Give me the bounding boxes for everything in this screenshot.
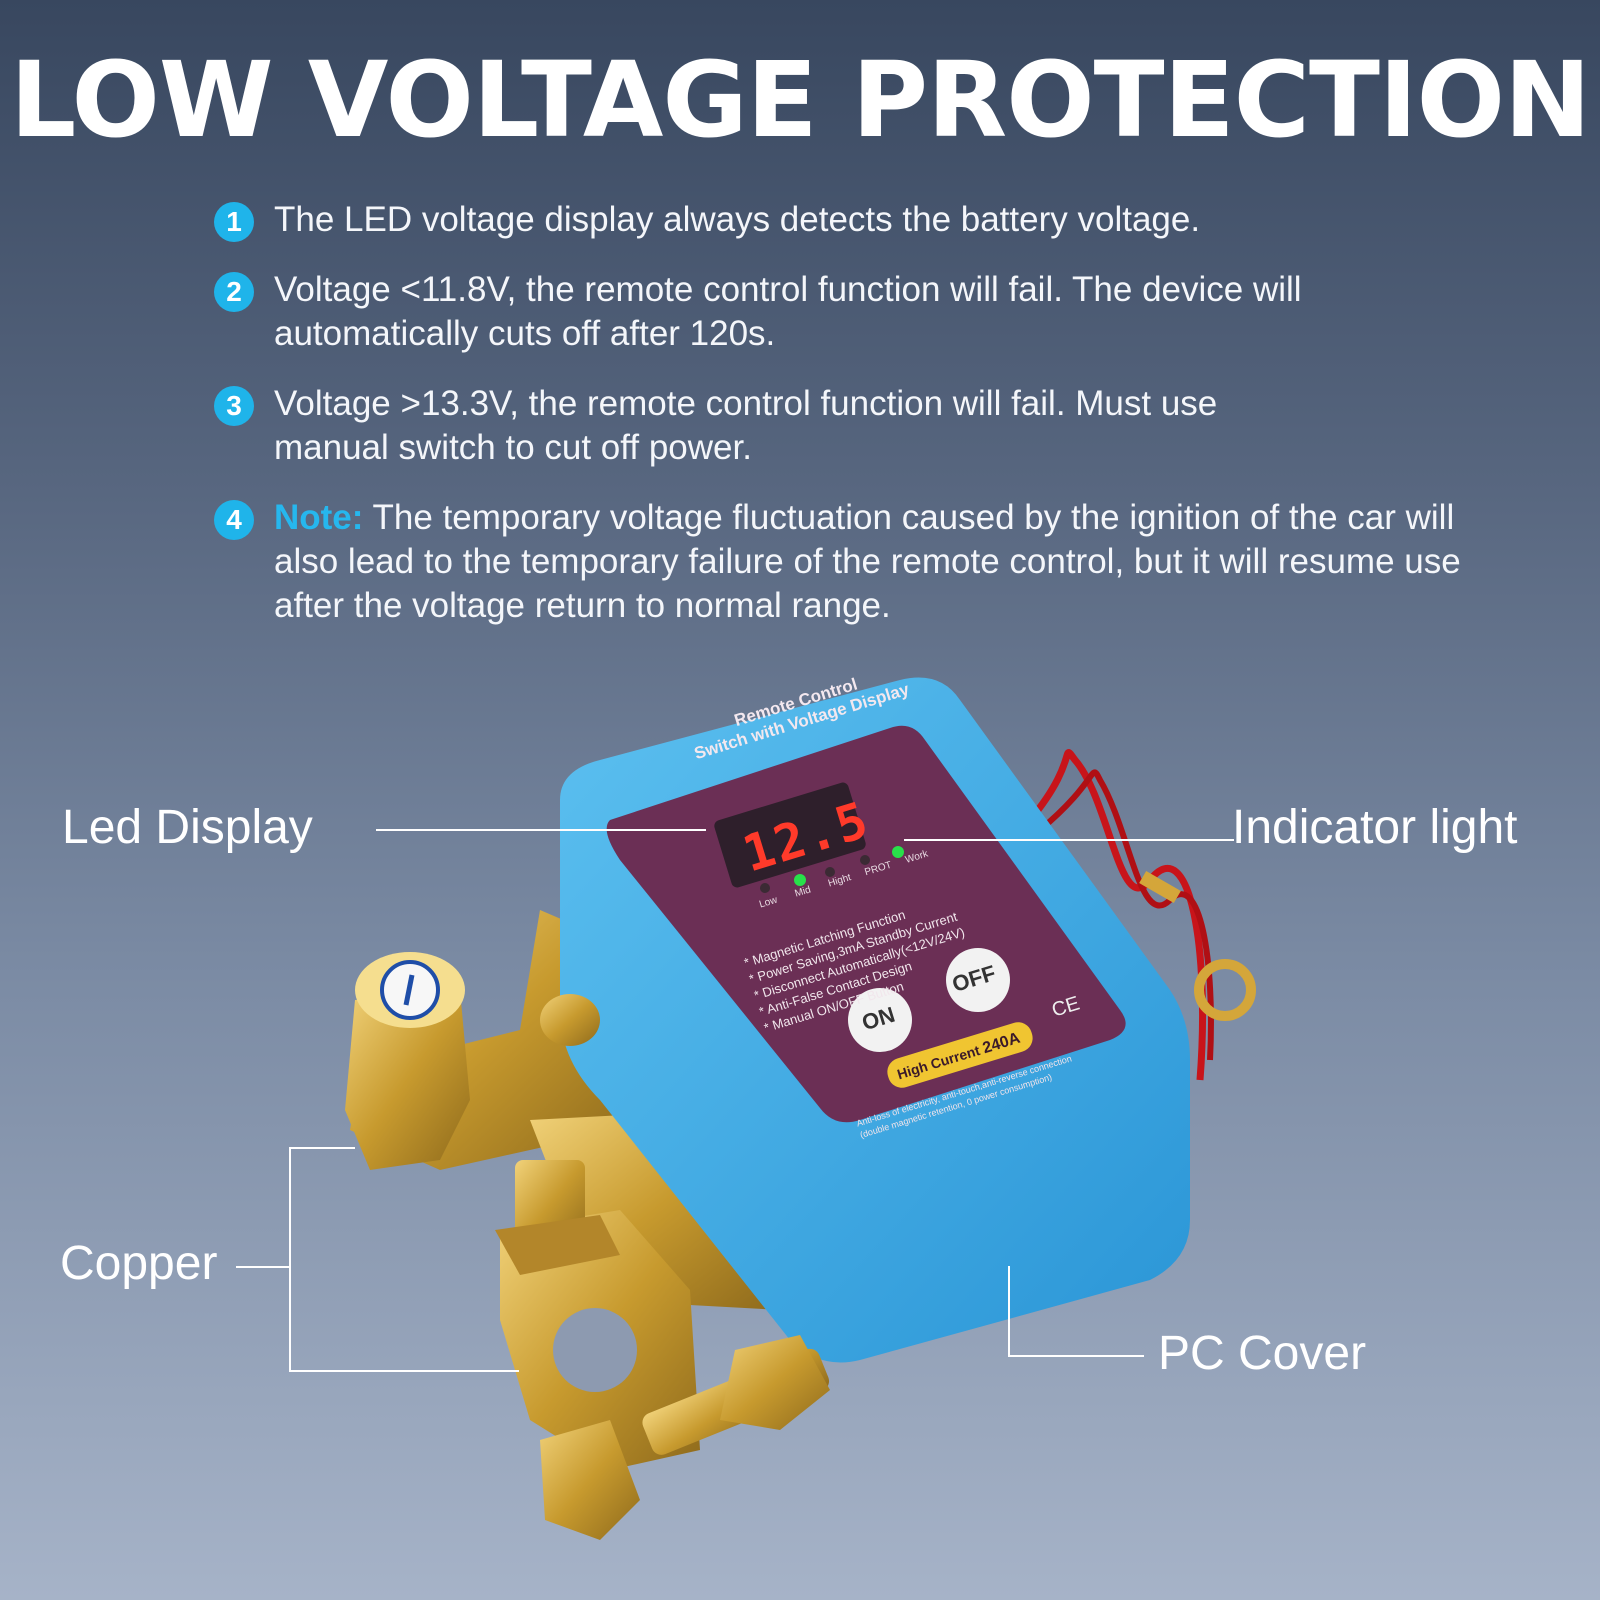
number-badge-1: 1 bbox=[214, 202, 254, 242]
feature-list: 1 The LED voltage display always detects… bbox=[214, 198, 1474, 654]
callout-pc-cover: PC Cover bbox=[1158, 1327, 1367, 1380]
point-text: The temporary voltage fluctuation caused… bbox=[274, 498, 1461, 625]
note-label: Note: bbox=[274, 498, 364, 537]
red-wire-2 bbox=[1038, 769, 1214, 1061]
list-item: 1 The LED voltage display always detects… bbox=[214, 198, 1474, 242]
callout-line-copper-top bbox=[289, 1147, 355, 1149]
point-text: Voltage >13.3V, the remote control funct… bbox=[274, 384, 1218, 467]
callout-line-pc-h bbox=[1008, 1355, 1144, 1357]
ring-terminal bbox=[1194, 959, 1256, 1021]
list-item: 4 Note: The temporary voltage fluctuatio… bbox=[214, 496, 1474, 628]
off-button bbox=[946, 948, 1010, 1012]
callout-line-led bbox=[376, 829, 706, 831]
page-title: LOW VOLTAGE PROTECTION bbox=[9, 39, 1591, 161]
high-current-badge bbox=[887, 1022, 1033, 1088]
point-text: The LED voltage display always detects t… bbox=[274, 200, 1201, 239]
point-text: Voltage <11.8V, the remote control funct… bbox=[274, 270, 1302, 353]
red-wire bbox=[1027, 749, 1207, 1081]
led-display bbox=[714, 782, 866, 888]
wire-crimp bbox=[1139, 870, 1181, 904]
callout-line-copper-bottom bbox=[289, 1370, 519, 1372]
on-button bbox=[848, 988, 912, 1052]
callout-line-pc-v bbox=[1008, 1266, 1010, 1356]
list-item: 2 Voltage <11.8V, the remote control fun… bbox=[214, 268, 1354, 356]
indicator-lights bbox=[760, 846, 904, 893]
callout-line-indicator bbox=[904, 839, 1234, 841]
callout-copper: Copper bbox=[60, 1237, 218, 1290]
list-item: 3 Voltage >13.3V, the remote control fun… bbox=[214, 382, 1274, 470]
number-badge-2: 2 bbox=[214, 272, 254, 312]
callout-indicator-light: Indicator light bbox=[1232, 801, 1518, 854]
terminal-clamp bbox=[495, 1160, 830, 1540]
bracket-bolt bbox=[540, 994, 600, 1046]
callout-led-display: Led Display bbox=[62, 801, 313, 854]
number-badge-4: 4 bbox=[214, 500, 254, 540]
number-badge-3: 3 bbox=[214, 386, 254, 426]
copper-post bbox=[345, 990, 470, 1170]
callout-line-copper-v bbox=[289, 1147, 291, 1371]
callout-line-copper-h bbox=[236, 1266, 290, 1268]
